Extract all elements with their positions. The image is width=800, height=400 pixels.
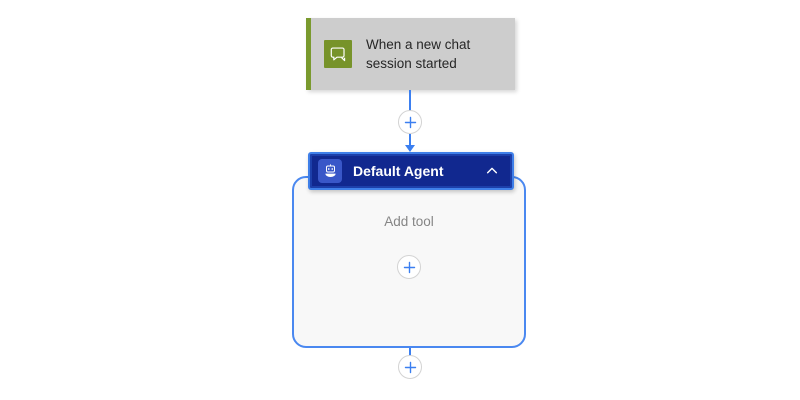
agent-node-container[interactable]: Add tool	[292, 176, 526, 348]
robot-icon	[318, 159, 342, 183]
trigger-accent-bar	[306, 18, 311, 90]
add-step-button-bottom[interactable]	[398, 355, 422, 379]
connector-line-upper-top	[409, 90, 411, 117]
agent-node-body: Add tool	[294, 206, 524, 346]
chevron-up-icon[interactable]	[482, 161, 502, 181]
add-tool-button[interactable]	[397, 255, 421, 279]
connector-line-upper-bottom	[409, 134, 411, 147]
connector-line-lower	[409, 348, 411, 358]
trigger-node-card[interactable]: When a new chat session started	[306, 18, 515, 90]
agent-node-title: Default Agent	[353, 163, 444, 179]
trigger-node-label: When a new chat session started	[366, 37, 471, 71]
add-step-button-top[interactable]	[398, 110, 422, 134]
add-tool-label: Add tool	[384, 214, 434, 229]
connector-arrowhead	[405, 145, 415, 152]
agent-node-header[interactable]: Default Agent	[308, 152, 514, 190]
chat-bubble-icon	[324, 40, 352, 68]
